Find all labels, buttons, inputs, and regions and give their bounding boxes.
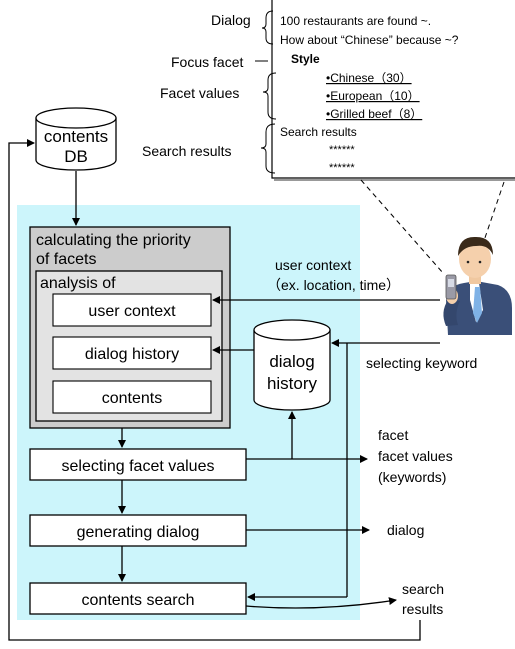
- database-cylinder-icon: [253, 330, 331, 411]
- focus-facet-title: Style: [291, 52, 320, 66]
- dialog-panel: Dialog Focus facet Facet values Search r…: [142, 0, 515, 274]
- priority-title-line-1: calculating the priority: [36, 232, 191, 249]
- user-with-phone-icon: [443, 236, 512, 335]
- search-result-item: ******: [329, 162, 355, 174]
- contents-db: contents DB: [35, 107, 117, 171]
- analysis-user-context-box: [52, 293, 212, 327]
- output-results-label: results: [402, 601, 443, 617]
- search-result-item: ******: [329, 144, 355, 156]
- feedback-loop-line: [8, 139, 421, 641]
- database-cylinder-top: [253, 319, 331, 341]
- priority-title-line-2: of facets: [36, 251, 96, 268]
- facet-value-grilled-beef[interactable]: •Grilled beef（8）: [326, 107, 422, 121]
- zoom-line-left: [360, 179, 444, 274]
- dialog-history-label-line-1: dialog: [269, 352, 314, 371]
- dialog-text-line-1: 100 restaurants are found ~.: [280, 14, 431, 28]
- output-dialog-label: dialog: [387, 522, 424, 538]
- contents-search-box: [29, 582, 247, 615]
- search-results-label: Search results: [142, 143, 231, 159]
- dialog-text-line-2: How about “Chinese” because ~?: [280, 33, 459, 47]
- facet-values-label: Facet values: [160, 85, 239, 101]
- database-cylinder-top: [35, 107, 117, 129]
- output-keywords-label: (keywords): [378, 469, 446, 485]
- generate-dialog-box: [29, 514, 247, 547]
- output-facet-values-label: facet values: [378, 448, 453, 464]
- dialog-history-db: dialog history: [253, 319, 331, 411]
- analysis-dialog-history-label: dialog history: [85, 346, 179, 363]
- contents-search-label: contents search: [82, 592, 195, 609]
- analysis-contents-label: contents: [102, 390, 162, 407]
- selecting-keyword-label: selecting keyword: [366, 355, 477, 371]
- zoom-line-right: [473, 181, 505, 271]
- output-search-label: search: [402, 581, 444, 597]
- dialog-history-label-line-2: history: [267, 374, 318, 393]
- priority-calculation: calculating the priority of facets analy…: [29, 226, 231, 429]
- facet-values-brace: [262, 72, 277, 120]
- arrow-search-results-out: [245, 597, 397, 609]
- select-facet-values-label: selecting facet values: [62, 458, 215, 475]
- analysis-title: analysis of: [40, 275, 116, 292]
- facet-value-european[interactable]: •European（10）: [326, 89, 420, 103]
- focus-facet-label: Focus facet: [171, 54, 243, 70]
- analysis-contents-box: [52, 380, 212, 414]
- contents-db-label-line-2: DB: [64, 147, 88, 166]
- select-facet-values-box: [29, 448, 247, 481]
- search-results-title: Search results: [280, 125, 357, 139]
- user-context-label: user context: [275, 257, 351, 273]
- analysis-user-context-label: user context: [88, 303, 176, 320]
- dialog-label: Dialog: [211, 12, 251, 28]
- contents-db-label-line-1: contents: [44, 127, 108, 146]
- dialog-panel-frame: [271, 0, 515, 179]
- user-context-example: （ex. location, time）: [267, 277, 400, 293]
- dialog-brace: [261, 10, 274, 45]
- analysis-dialog-history-box: [52, 336, 212, 370]
- database-cylinder-icon: [35, 118, 117, 171]
- facet-value-chinese[interactable]: •Chinese（30）: [326, 71, 412, 85]
- generate-dialog-label: generating dialog: [77, 524, 200, 541]
- output-facet-label: facet: [378, 427, 408, 443]
- search-results-brace: [260, 123, 276, 174]
